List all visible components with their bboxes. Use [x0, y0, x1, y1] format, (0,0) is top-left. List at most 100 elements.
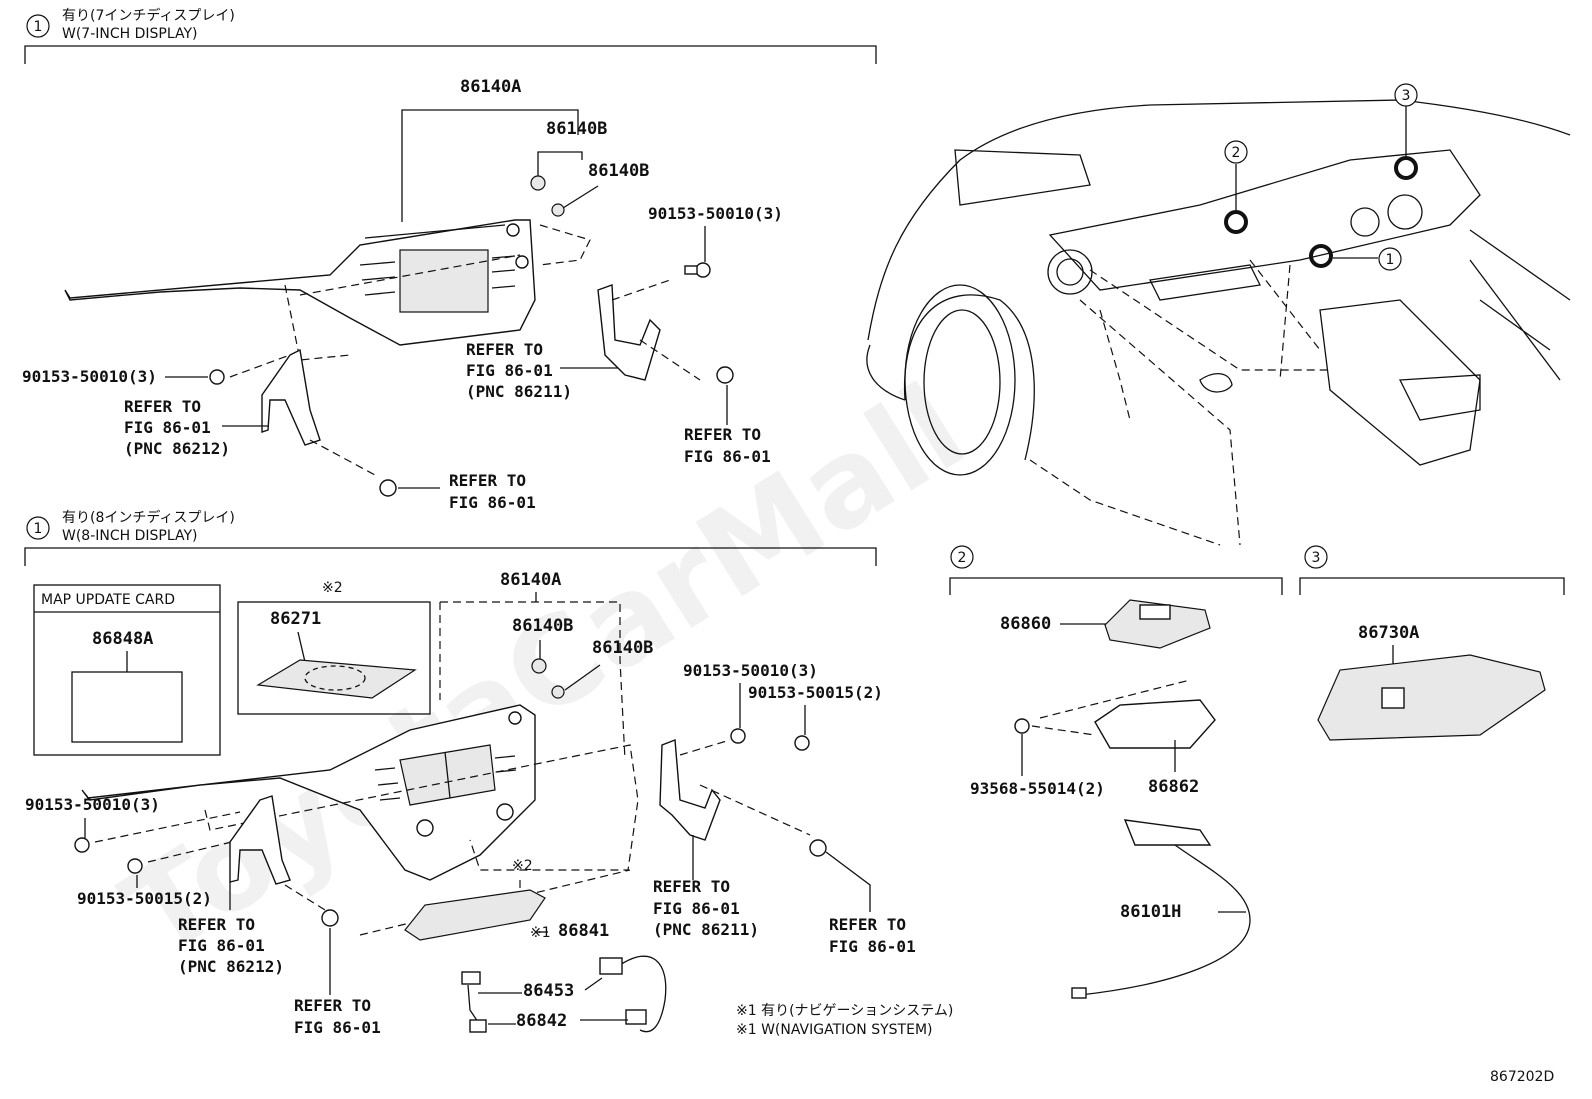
refer-line-1: REFER TO	[829, 915, 906, 934]
refer-line-2: FIG 86-01	[684, 447, 771, 466]
section-box-3: 3	[1299, 545, 1565, 595]
section-title-jp: 有り(7インチディスプレイ)	[62, 7, 235, 24]
section-circle-marker	[1304, 545, 1328, 569]
label-bolt: 90153-50015(2)	[748, 683, 883, 702]
bolt-icon	[695, 262, 711, 278]
refer-line-2: FIG 86-01	[466, 361, 553, 380]
bolt-shank-icon	[684, 265, 698, 275]
clip-icon	[551, 203, 565, 217]
callout-refer-bottom-bottom: REFER TO FIG 86-01	[284, 884, 381, 1037]
callout-bolt-90153-50015-right-bottom: 90153-50015(2)	[748, 683, 883, 751]
bolt-path	[229, 354, 291, 378]
disc-case-icon	[256, 659, 417, 699]
refer-line-2: FIG 86-01	[653, 899, 740, 918]
label-86862: 86862	[1148, 777, 1199, 797]
label-86140A: 86140A	[460, 77, 521, 97]
callout-86730A: 86730A	[1317, 623, 1546, 741]
section-bracket	[1299, 577, 1565, 595]
label-86841: 86841	[558, 921, 609, 941]
module-86860-icon	[1104, 599, 1211, 649]
callout-86140A-bottom: 86140A	[500, 570, 561, 602]
callout-refer-right-bottom: REFER TO FIG 86-01	[809, 839, 916, 956]
callout-number-2: 2	[1232, 145, 1241, 161]
label-86842: 86842	[516, 1011, 567, 1031]
bracket-right-top	[597, 279, 701, 381]
location-marker-3	[1394, 156, 1418, 180]
section-circle-number: 3	[1312, 550, 1321, 566]
bracket-left-top	[261, 348, 321, 446]
connector-icon	[469, 1019, 487, 1033]
label-86140B-2: 86140B	[592, 638, 653, 658]
callout-bolt-90153-50010-left-top: 90153-50010(3)	[22, 354, 291, 386]
section-circle-marker	[26, 14, 50, 38]
refer-line-1: REFER TO	[653, 877, 730, 896]
section-box-2: 2	[949, 545, 1283, 595]
callout-refer-mid-bottom: REFER TO FIG 86-01 (PNC 86211)	[653, 835, 759, 939]
connector-icon	[599, 957, 623, 975]
section-circle-number: 1	[34, 19, 43, 35]
refer-line-3: (PNC 86212)	[124, 439, 230, 458]
refer-line-1: REFER TO	[449, 471, 526, 490]
callout-86453: 86453	[478, 977, 603, 1001]
callout-86140B-top-2: 86140B	[551, 161, 649, 217]
screw-icon	[809, 839, 827, 857]
bolt-icon	[127, 858, 143, 874]
label-bolt: 90153-50010(3)	[683, 661, 818, 680]
refer-line-2: FIG 86-01	[829, 937, 916, 956]
refer-line-2: FIG 86-01	[294, 1018, 381, 1037]
refer-line-1: REFER TO	[124, 397, 201, 416]
refer-line-3: (PNC 86211)	[466, 382, 572, 401]
section-bracket	[949, 577, 1283, 595]
screw-icon	[321, 909, 339, 927]
screw-icon	[379, 479, 397, 497]
connector-icon	[1381, 687, 1405, 709]
refer-line-2: FIG 86-01	[178, 936, 265, 955]
leader-86842	[488, 1019, 628, 1025]
leader-86140B-2	[564, 664, 601, 691]
bolt-path	[147, 839, 241, 863]
screw-icon	[716, 366, 734, 384]
section-7-inch: 1 有り(7インチディスプレイ) W(7-INCH DISPLAY)	[24, 7, 877, 64]
callout-circle-2	[1224, 140, 1248, 164]
callout-86841: ※1 86841	[404, 889, 609, 941]
callout-86140B-top-1: 86140B	[530, 119, 607, 191]
note2-inner-mark: ※2	[512, 858, 533, 874]
section-title-en: W(8-INCH DISPLAY)	[62, 528, 197, 544]
note2-mark: ※2	[322, 580, 343, 596]
bolt-icon	[74, 837, 90, 853]
label-bolt: 90153-50015(2)	[77, 889, 212, 908]
bracket-left-bottom	[229, 795, 291, 885]
leader-dashes-8	[204, 601, 639, 936]
label-86860: 86860	[1000, 614, 1051, 634]
section-title-en: W(7-INCH DISPLAY)	[62, 26, 197, 42]
leader-86140B	[537, 151, 583, 178]
callout-number-1: 1	[1386, 252, 1395, 268]
label-bolt: 90153-50010(3)	[22, 367, 157, 386]
callout-bolt-90153-50015-left-bottom: 90153-50015(2)	[77, 839, 241, 908]
bolt-path	[94, 811, 241, 843]
label-86140B-2: 86140B	[588, 161, 649, 181]
callout-bolt-90153-50010-left-bottom: 90153-50010(3)	[25, 795, 241, 853]
callout-circle-1	[1378, 247, 1402, 271]
map-update-card-box: MAP UPDATE CARD 86848A	[33, 584, 221, 756]
clip-icon	[530, 175, 546, 191]
bolt-icon	[730, 728, 746, 744]
connector-icon	[1071, 987, 1087, 999]
clip-icon	[551, 685, 565, 699]
note1-en: ※1 W(NAVIGATION SYSTEM)	[736, 1022, 932, 1038]
section-8-inch: 1 有り(8インチディスプレイ) W(8-INCH DISPLAY)	[24, 509, 877, 566]
display-screen-7	[399, 249, 489, 313]
refer-line-1: REFER TO	[684, 425, 761, 444]
nav-module-icon	[404, 889, 546, 941]
callout-86860: 86860	[1000, 599, 1211, 649]
trim-panel-7-inch	[64, 219, 536, 346]
label-86140B: 86140B	[546, 119, 607, 139]
section-bracket	[24, 45, 877, 64]
callout-93568-55014: 93568-55014(2)	[970, 718, 1105, 798]
note1-jp: ※1 有り(ナビゲーションシステム)	[736, 1003, 953, 1019]
section-circle-marker	[26, 516, 50, 540]
label-86140B: 86140B	[512, 616, 573, 636]
section-circle-number: 2	[958, 550, 967, 566]
refer-line-2: FIG 86-01	[124, 418, 211, 437]
map-card-icon	[71, 671, 183, 743]
